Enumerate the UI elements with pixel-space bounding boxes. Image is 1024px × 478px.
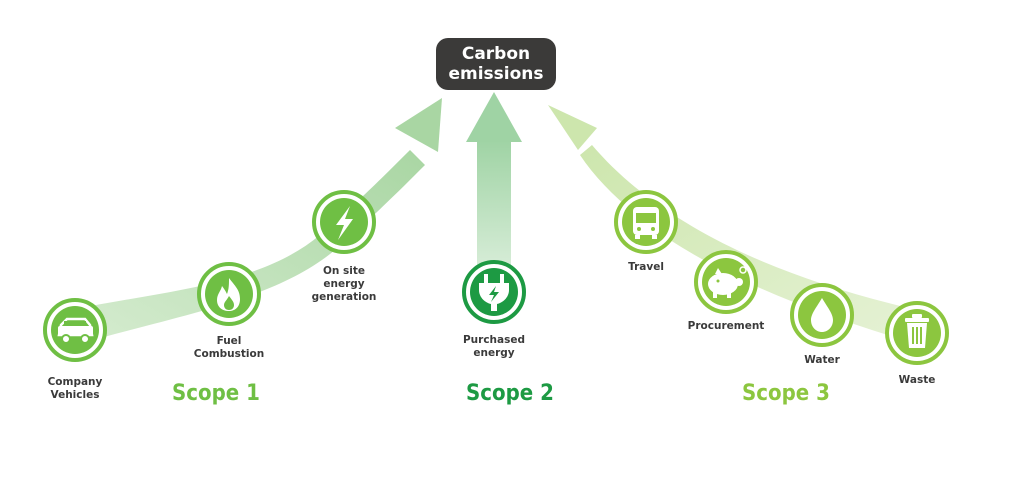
fire-icon	[217, 278, 240, 311]
lightning-icon	[336, 206, 353, 240]
water-drop-icon	[811, 298, 833, 332]
procurement-label: Procurement	[687, 320, 765, 332]
company-vehicles-label: Company Vehicles	[47, 376, 103, 401]
carbon-emissions-label: Carbon emissions	[448, 44, 544, 84]
purchased-energy-label: Purchased energy	[462, 334, 526, 359]
on-site-energy-label: On site energy generation	[311, 265, 377, 303]
company-vehicles-node	[43, 298, 107, 362]
travel-node	[614, 190, 678, 254]
carbon-emissions-box: Carbon emissions	[436, 38, 556, 90]
waste-node	[885, 301, 949, 365]
bus-icon	[633, 207, 659, 239]
trash-bin-icon	[905, 314, 929, 348]
scope2-label: Scope 2	[466, 381, 554, 406]
procurement-node	[694, 250, 758, 314]
on-site-energy-node	[312, 190, 376, 254]
car-icon	[57, 317, 94, 344]
water-node	[790, 283, 854, 347]
scope2-arrow	[466, 92, 522, 280]
waste-label: Waste	[898, 374, 936, 386]
scope3-label: Scope 3	[742, 381, 830, 406]
plug-icon	[479, 274, 509, 311]
scope1-arrow	[70, 98, 442, 345]
purchased-energy-node	[462, 260, 526, 324]
travel-label: Travel	[628, 261, 664, 273]
fuel-combustion-label: Fuel Combustion	[193, 335, 265, 360]
piggy-bank-icon	[708, 266, 747, 298]
fuel-combustion-node	[197, 262, 261, 326]
scope1-label: Scope 1	[172, 381, 260, 406]
water-label: Water	[804, 354, 840, 366]
